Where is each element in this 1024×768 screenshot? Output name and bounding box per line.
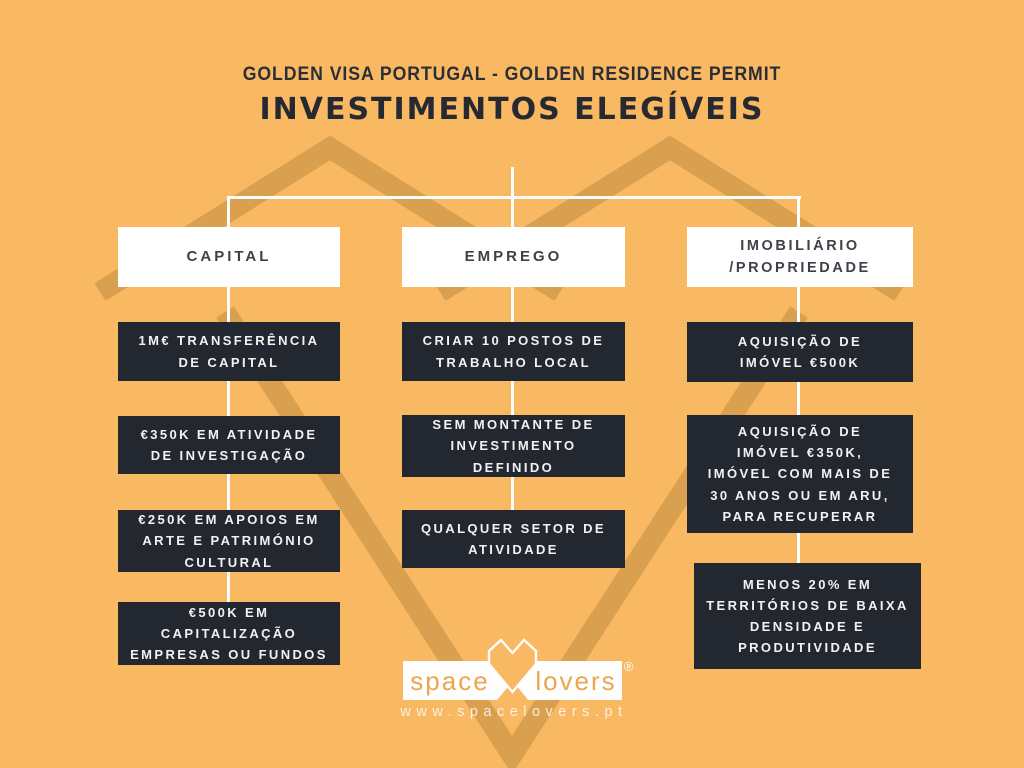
imobiliario-box-1: AQUISIÇÃO DE IMÓVEL €500K [687, 322, 913, 382]
capital-box-1: 1M€ TRANSFERÊNCIA DE CAPITAL [118, 322, 340, 381]
connector-horizontal [227, 196, 801, 199]
emprego-box-2: SEM MONTANTE DE INVESTIMENTO DEFINIDO [402, 415, 625, 477]
imobiliario-box-3: MENOS 20% EM TERRITÓRIOS DE BAIXA DENSID… [694, 563, 921, 669]
emprego-box-3: QUALQUER SETOR DE ATIVIDADE [402, 510, 625, 568]
column-header-emprego: EMPREGO [402, 227, 625, 287]
capital-box-3: €250K EM APOIOS EM ARTE E PATRIMÓNIO CUL… [118, 510, 340, 572]
column-header-capital: CAPITAL [118, 227, 340, 287]
poster-title: INVESTIMENTOS ELEGÍVEIS [259, 92, 765, 127]
connector-drop-capital [227, 196, 230, 606]
connector-top-stub [511, 167, 514, 198]
poster-subtitle: GOLDEN VISA PORTUGAL - GOLDEN RESIDENCE … [242, 64, 782, 85]
imobiliario-box-2: AQUISIÇÃO DE IMÓVEL €350K, IMÓVEL COM MA… [687, 415, 913, 533]
capital-box-2: €350K EM ATIVIDADE DE INVESTIGAÇÃO [118, 416, 340, 474]
capital-box-4: €500K EM CAPITALIZAÇÃO EMPRESAS OU FUNDO… [118, 602, 340, 665]
emprego-box-1: CRIAR 10 POSTOS DE TRABALHO LOCAL [402, 322, 625, 381]
column-header-imobiliario: IMOBILIÁRIO /PROPRIEDADE [687, 227, 913, 287]
